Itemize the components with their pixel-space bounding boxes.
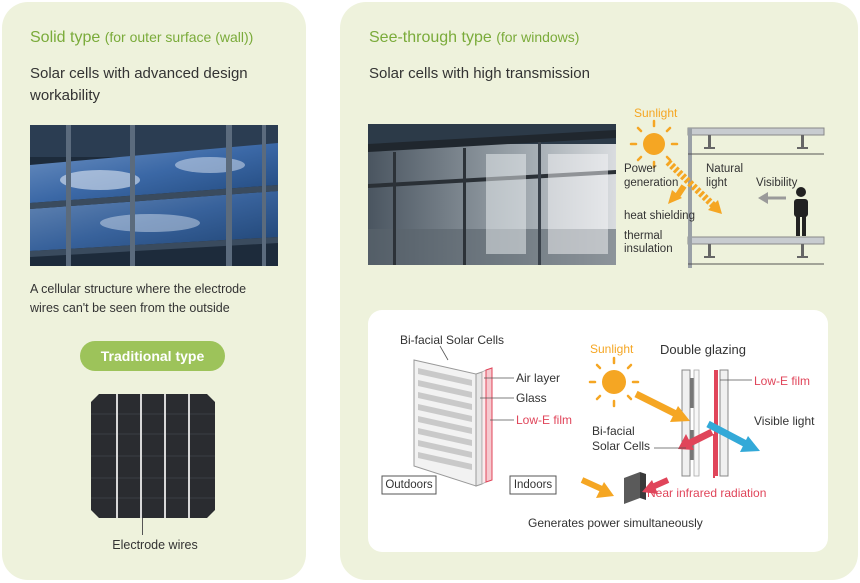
see-through-window-photo bbox=[368, 124, 616, 265]
outdoors-box bbox=[381, 475, 437, 495]
glazing-sunlight-label: Sunlight bbox=[590, 342, 634, 356]
visibility-label: Visibility bbox=[756, 177, 798, 189]
see-through-heading: See-through type (for windows) bbox=[369, 29, 580, 46]
sunlight-label: Sunlight bbox=[634, 106, 678, 120]
double-glazing-label: Double glazing bbox=[660, 342, 747, 357]
solid-building-photo bbox=[30, 125, 278, 266]
visible-light-arrow bbox=[706, 420, 760, 452]
generates-power-label: Generates power simultaneously bbox=[528, 516, 703, 530]
lowe-film-right-label: Low-E film bbox=[754, 374, 811, 388]
visible-light-label: Visible light bbox=[754, 414, 815, 428]
power-generation-arrow bbox=[668, 184, 687, 204]
glass-label: Glass bbox=[516, 391, 547, 405]
electrode-pointer-line bbox=[142, 518, 143, 535]
near-infrared-label: Near infrared radiation bbox=[647, 486, 767, 500]
outdoors-label: Outdoors bbox=[385, 479, 433, 491]
see-through-subtitle: Solar cells with high transmission bbox=[369, 65, 590, 82]
visibility-arrow bbox=[758, 192, 786, 204]
building-floor-section bbox=[687, 127, 825, 268]
solar-cell-image bbox=[91, 394, 215, 518]
solid-type-caption: A cellular structure where the electrode… bbox=[30, 282, 247, 315]
see-through-schematic bbox=[629, 119, 825, 268]
sunlight-arrow bbox=[634, 390, 690, 422]
bifacial-solar-cells-title: Bi-facial Solar Cells bbox=[400, 333, 505, 347]
near-infrared-arrow bbox=[678, 428, 714, 450]
power-generation-module-icon bbox=[580, 472, 670, 504]
sun-icon bbox=[629, 119, 679, 169]
solid-type-heading: Solid type (for outer surface (wall)) bbox=[30, 29, 254, 46]
sunlight-sun-icon bbox=[588, 356, 640, 408]
indoors-label: Indoors bbox=[513, 479, 553, 491]
heat-shielding-label: heat shielding bbox=[624, 210, 695, 222]
glazing-diagram bbox=[381, 345, 760, 504]
person-icon bbox=[794, 187, 808, 236]
solid-type-subtitle: Solar cells with advanced design workabi… bbox=[30, 65, 248, 104]
traditional-type-badge: Traditional type bbox=[80, 341, 225, 371]
natural-light-arrow bbox=[665, 159, 722, 214]
lowe-film-label: Low-E film bbox=[516, 413, 573, 427]
indoors-box bbox=[509, 475, 557, 495]
double-glazing-section bbox=[681, 369, 729, 477]
air-layer-label: Air layer bbox=[516, 371, 561, 385]
electrode-wires-label: Electrode wires bbox=[112, 538, 198, 552]
bifacial-panel-illustration bbox=[413, 359, 493, 487]
